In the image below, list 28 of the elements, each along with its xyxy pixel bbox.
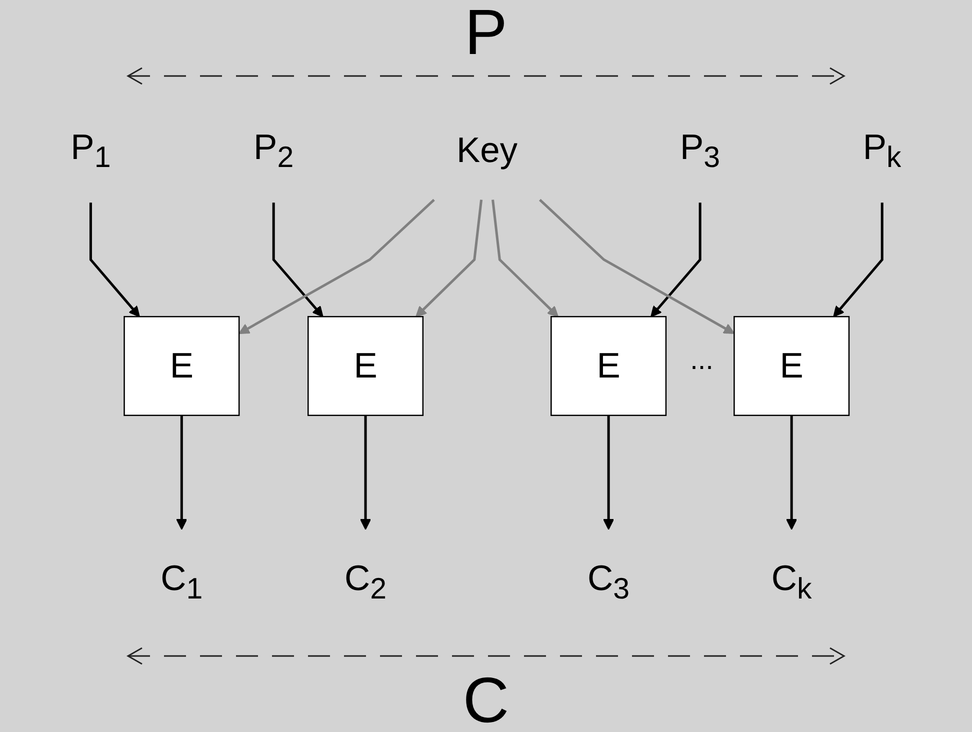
arrow bbox=[538, 198, 735, 334]
node-box: E bbox=[550, 316, 667, 416]
arrow bbox=[89, 202, 140, 318]
node-text: Key bbox=[456, 130, 518, 170]
node-text: P$_{1}$ bbox=[70, 127, 111, 174]
arrow bbox=[650, 202, 702, 318]
node-text: C$_{3}$ bbox=[588, 558, 630, 605]
arrow bbox=[492, 200, 559, 318]
node-text: C$_{1}$ bbox=[160, 558, 203, 605]
arrow bbox=[176, 415, 188, 530]
node-text: P$_{k}$ bbox=[862, 127, 902, 174]
set-label: P bbox=[464, 0, 508, 64]
arrow bbox=[238, 198, 435, 334]
set-label: C bbox=[462, 668, 510, 732]
arrow bbox=[416, 200, 483, 318]
node-box: E bbox=[124, 316, 240, 416]
arrow bbox=[602, 415, 614, 530]
node-box: E bbox=[734, 316, 850, 416]
node-box: E bbox=[307, 316, 424, 416]
arrow bbox=[272, 202, 324, 318]
node-text: C$_{2}$ bbox=[344, 558, 387, 605]
node-text: P$_{2}$ bbox=[254, 127, 294, 174]
arrow bbox=[360, 415, 372, 530]
node-text: P$_{3}$ bbox=[680, 127, 720, 174]
ellipsis-label: ... bbox=[690, 344, 714, 376]
arrow bbox=[786, 415, 798, 530]
arrow bbox=[833, 202, 884, 318]
node-text: C$_{k}$ bbox=[771, 558, 812, 605]
